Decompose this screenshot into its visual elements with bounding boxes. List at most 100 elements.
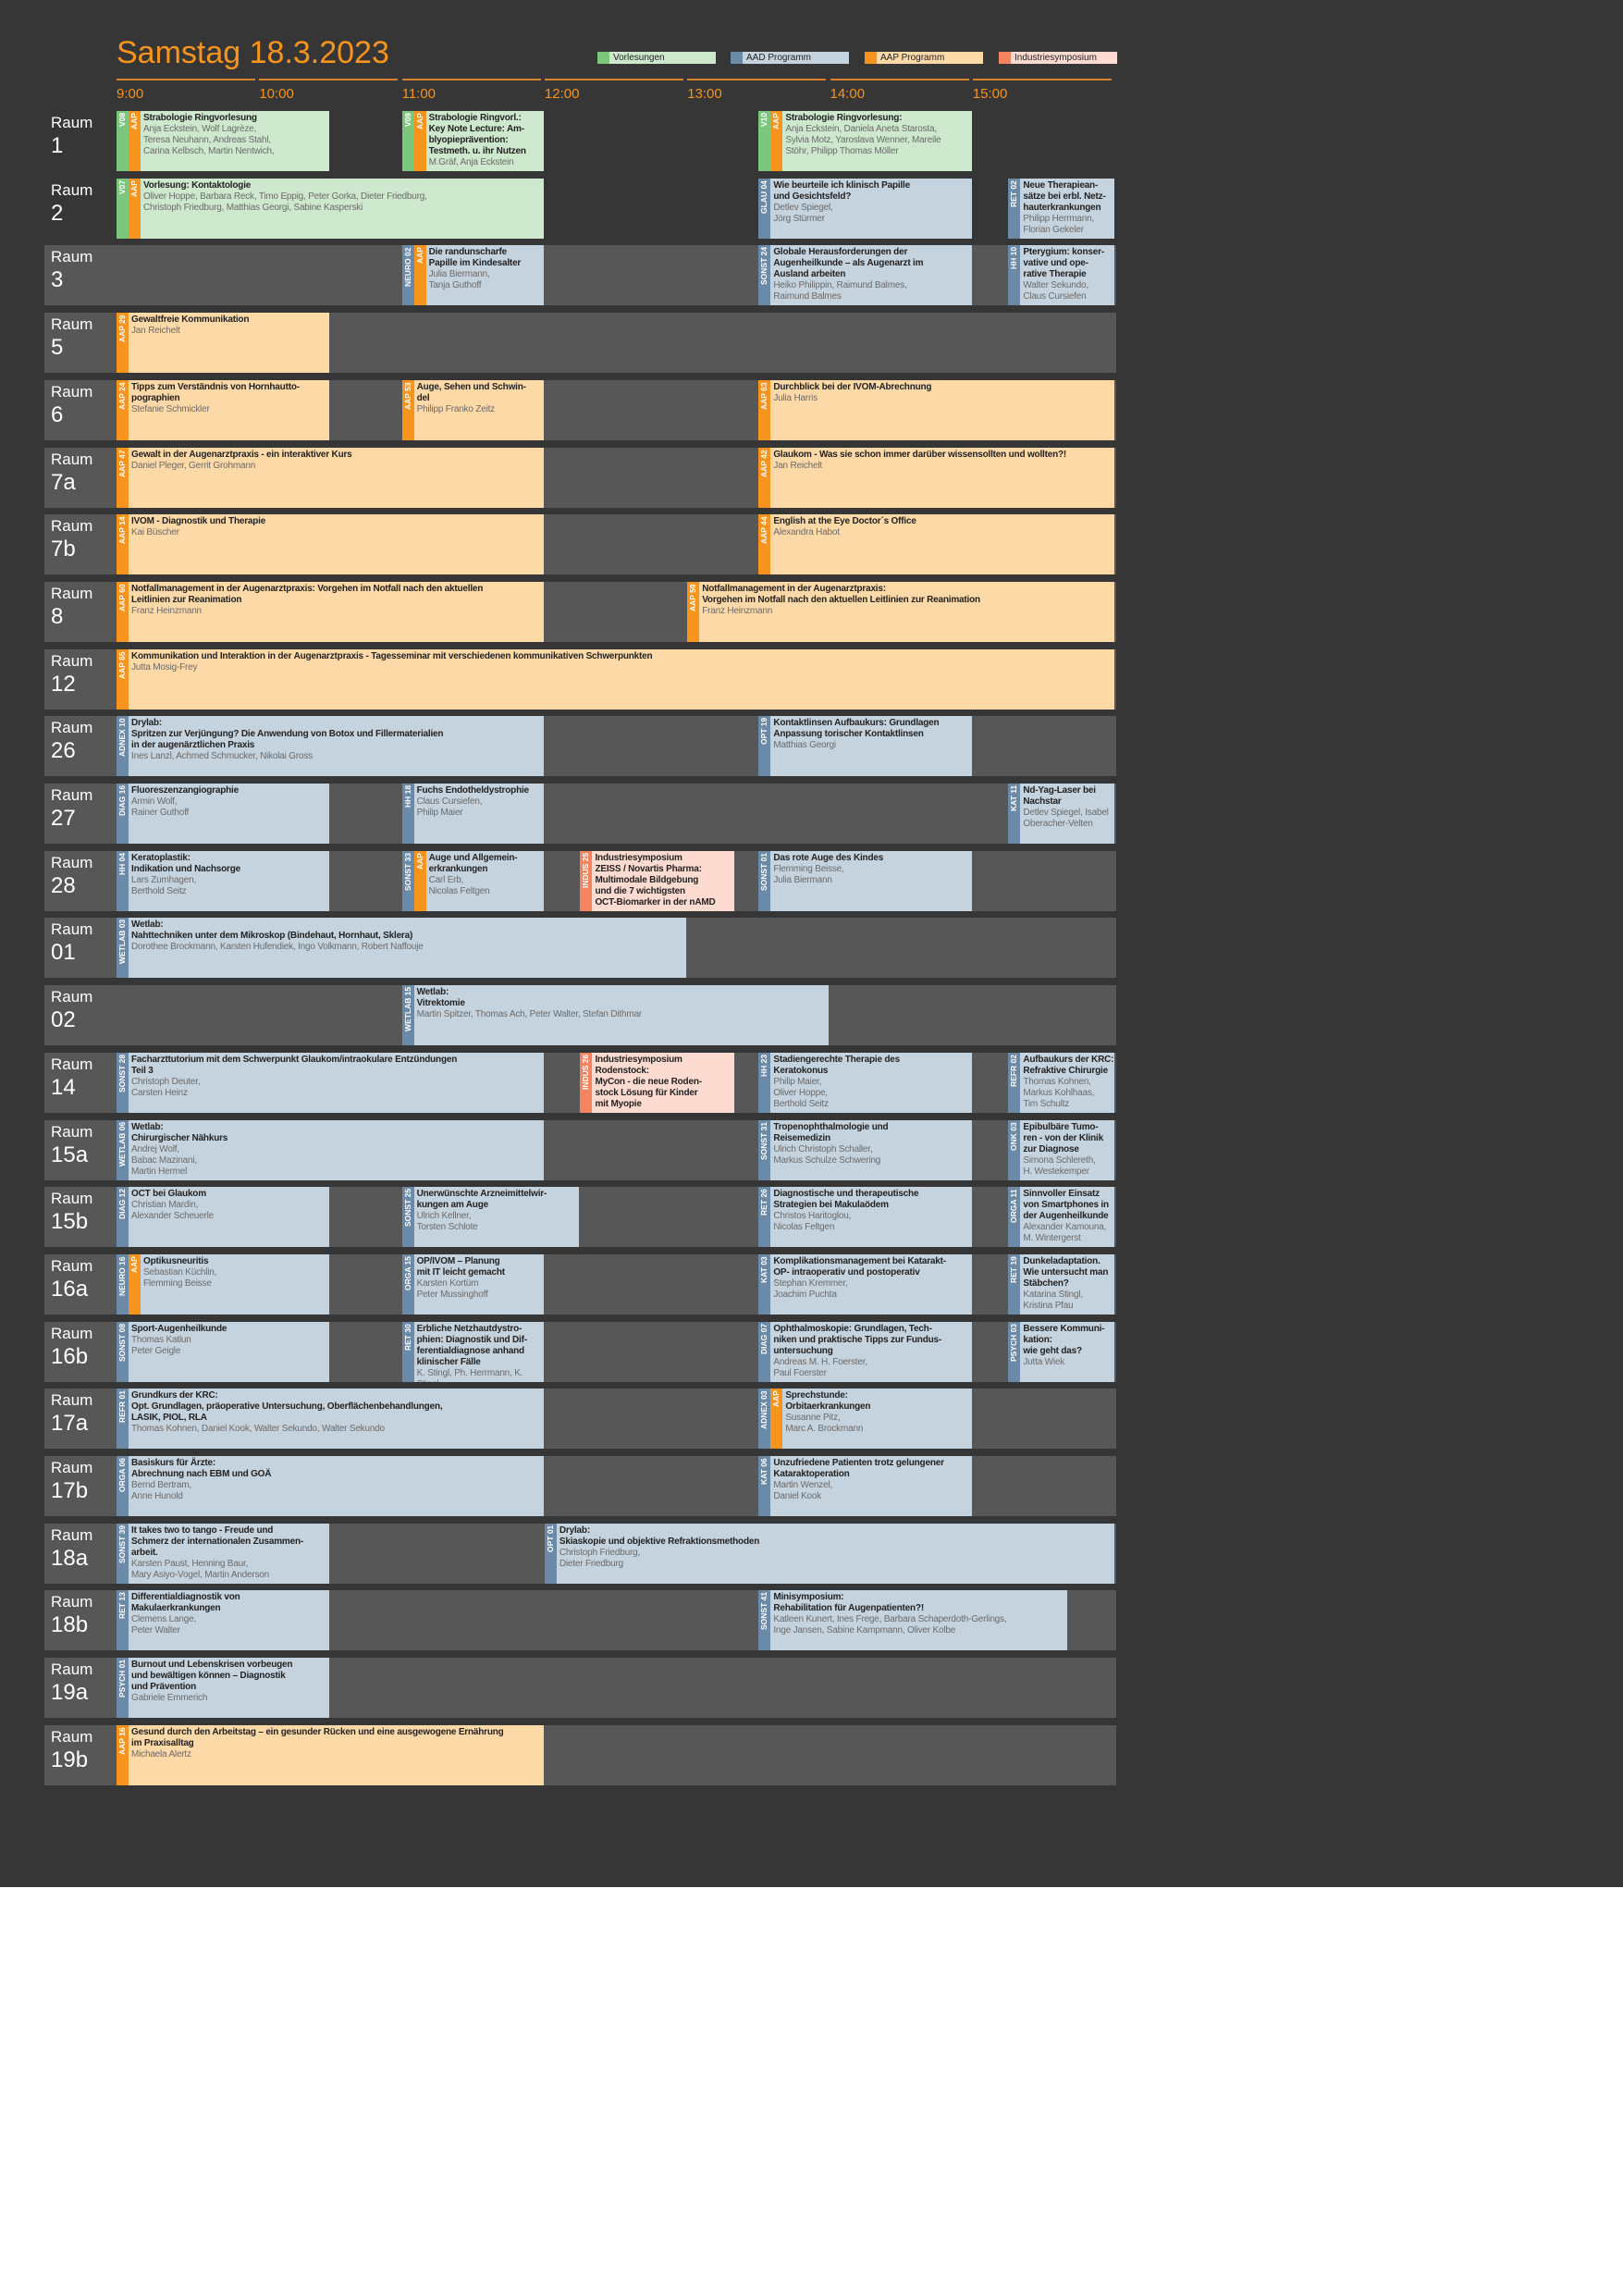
session-body: Industriesymposium Rodenstock: MyCon - d… <box>592 1053 733 1113</box>
session-code-tag: SONST 31 <box>758 1119 771 1180</box>
session-title: It takes two to tango - Freude und Schme… <box>131 1524 303 1558</box>
hour-label: 11:00 <box>401 86 436 102</box>
session-speakers: Detlev Spiegel, Isabel Oberacher-Velten <box>1023 808 1109 829</box>
session-speakers: Franz Heinzmann <box>702 605 773 616</box>
session-title: Sinnvoller Einsatz von Smartphones in de… <box>1023 1189 1109 1222</box>
session-code-tag: DIAG 07 <box>758 1321 771 1382</box>
session-speakers: Thomas Kohnen, Daniel Kook, Walter Sekun… <box>131 1424 385 1435</box>
session-body: Erbliche Netzhautdystro- phien: Diagnost… <box>414 1322 544 1382</box>
room-number: 7b <box>51 537 76 562</box>
room-label-word: Raum <box>51 315 93 334</box>
session-speakers: Stephan Kremmer, Joachim Puchta <box>773 1278 848 1300</box>
session-title: Unerwünschte Arzneimittelwir- kungen am … <box>416 1189 547 1211</box>
session-speakers: Susanne Pitz, Marc A. Brockmann <box>785 1413 864 1435</box>
session-speakers: Armin Wolf, Rainer Guthoff <box>131 796 190 818</box>
legend-item-aad: AAD Programm <box>731 52 849 64</box>
session-code-tag: V10 <box>758 111 771 171</box>
session-speakers: Christoph Deuter, Carsten Heinz <box>131 1076 201 1098</box>
room-number: 18b <box>51 1612 89 1638</box>
session-title: Wetlab: Vitrektomie <box>416 987 465 1009</box>
session-speakers: K. Stingl, Ph. Herrmann, K. Stingl <box>416 1367 523 1382</box>
room-number: 5 <box>51 335 64 361</box>
room-number: 15a <box>51 1142 89 1167</box>
session-code-tag: ADNEX 10 <box>117 716 129 777</box>
room-label-word: Raum <box>51 853 93 871</box>
session-speakers: Bernd Bertram, Anne Hunold <box>131 1480 192 1501</box>
session-title: Kontaktlinsen Aufbaukurs: Grundlagen Anp… <box>773 718 940 740</box>
legend-swatch <box>731 52 743 64</box>
session-title: Wie beurteile ich klinisch Papille und G… <box>773 179 910 202</box>
session-code-tag: OPT 01 <box>544 1523 557 1584</box>
session-body: Dunkeladaptation. Wie untersucht man Stä… <box>1020 1254 1114 1315</box>
session-code-tag: AAP <box>129 178 141 239</box>
